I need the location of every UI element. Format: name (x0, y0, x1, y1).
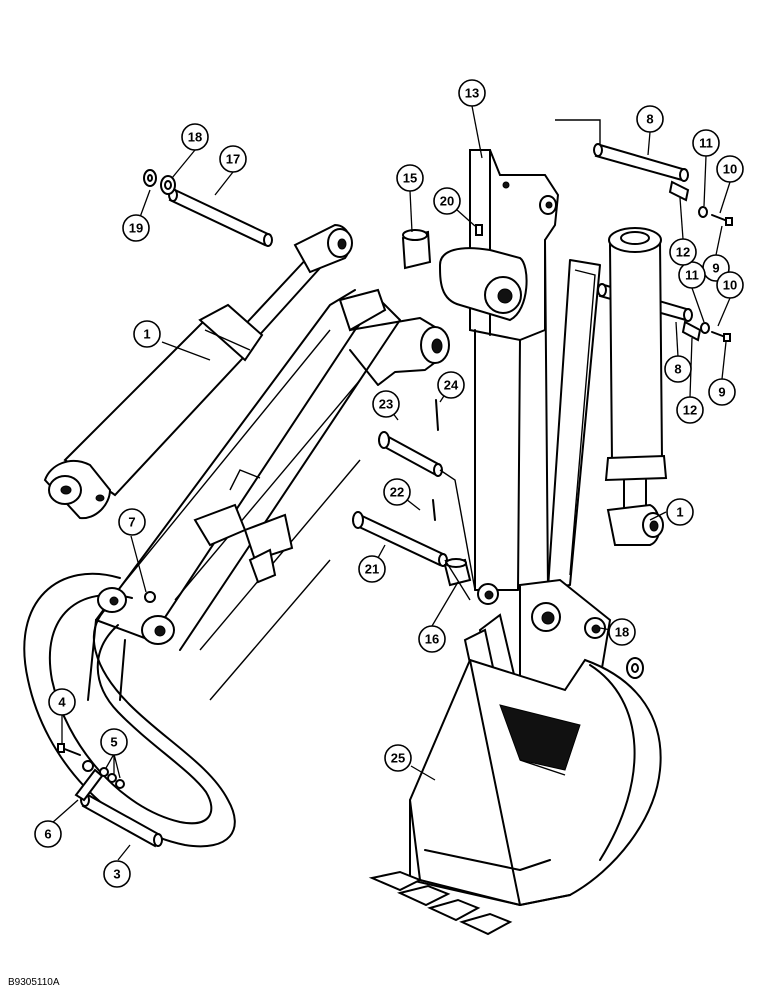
leader-lines (51, 105, 731, 861)
hose-line-23 (439, 469, 476, 591)
callout-15: 15 (396, 164, 424, 192)
washers-11 (698, 206, 710, 334)
hose-line-21 (444, 559, 471, 601)
callout-7: 7 (118, 508, 146, 536)
figure-code: B9305110A (8, 977, 60, 988)
callout-3: 3 (103, 860, 131, 888)
callout-17: 17 (219, 145, 247, 173)
callout-label: 3 (113, 867, 120, 882)
lower-left-hardware (57, 743, 163, 848)
callout-11a: 11 (692, 129, 720, 157)
link-rod (547, 259, 601, 589)
callout-12b: 12 (676, 396, 704, 424)
callout-label: 1 (143, 327, 150, 342)
grease-fitting-7 (144, 591, 156, 603)
callouts: 1 1 3 4 5 6 7 8 8 9 9 10 10 11 11 12 12 … (34, 79, 744, 888)
callout-24: 24 (437, 371, 465, 399)
callout-9b: 9 (708, 378, 736, 406)
keepers-22-24 (432, 399, 439, 521)
callout-label: 10 (723, 162, 737, 177)
callout-label: 9 (718, 385, 725, 400)
hydraulic-hose (23, 572, 236, 848)
bucket (368, 578, 662, 936)
callout-label: 24 (444, 378, 459, 393)
callout-label: 8 (646, 112, 653, 127)
callout-1b: 1 (666, 498, 694, 526)
grease-fitting-20 (475, 224, 483, 236)
right-hydraulic-cylinder (604, 227, 668, 546)
pin-17 (168, 188, 273, 247)
callout-8b: 8 (664, 355, 692, 383)
callout-label: 5 (110, 735, 117, 750)
callout-label: 22 (390, 485, 404, 500)
washer-18-ring-19 (143, 169, 176, 195)
callout-label: 1 (676, 505, 683, 520)
callout-label: 20 (440, 194, 454, 209)
callout-label: 6 (44, 827, 51, 842)
callout-label: 10 (723, 278, 737, 293)
callout-23: 23 (372, 390, 400, 418)
callout-6: 6 (34, 820, 62, 848)
callout-label: 18 (188, 130, 202, 145)
callout-25: 25 (384, 744, 412, 772)
callout-label: 7 (128, 515, 135, 530)
washer-18-right (626, 657, 644, 679)
callout-label: 23 (379, 397, 393, 412)
keeper-plates-12 (668, 180, 702, 342)
callout-label: 19 (129, 221, 143, 236)
callout-4: 4 (48, 688, 76, 716)
callout-label: 4 (58, 695, 66, 710)
callout-label: 11 (699, 136, 713, 151)
center-boom (438, 149, 560, 605)
callout-label: 16 (425, 632, 439, 647)
callout-label: 13 (465, 86, 479, 101)
left-hydraulic-cylinder (43, 223, 353, 520)
callout-label: 15 (403, 171, 417, 186)
callout-13: 13 (458, 79, 486, 107)
bolts-9-10 (711, 214, 733, 342)
callout-label: 12 (683, 403, 697, 418)
callout-label: 25 (391, 751, 405, 766)
callout-label: 21 (365, 562, 379, 577)
callout-label: 18 (615, 625, 629, 640)
callout-label: 11 (685, 268, 699, 283)
callout-18b: 18 (608, 618, 636, 646)
bushing-15 (401, 229, 432, 270)
callout-20: 20 (433, 187, 461, 215)
callout-19: 19 (122, 214, 150, 242)
callout-22: 22 (383, 478, 411, 506)
callout-21: 21 (358, 555, 386, 583)
callout-label: 17 (226, 152, 240, 167)
callout-11b: 11 (678, 261, 706, 289)
bushing-16 (443, 558, 472, 587)
callout-10a: 10 (716, 155, 744, 183)
pins-21-23 (352, 431, 448, 567)
callout-12a: 12 (669, 238, 697, 266)
callout-label: 9 (712, 261, 719, 276)
callout-label: 12 (676, 245, 690, 260)
callout-16: 16 (418, 625, 446, 653)
callout-10b: 10 (716, 271, 744, 299)
callout-5: 5 (100, 728, 128, 756)
dipper-frame (87, 288, 450, 701)
callout-18a: 18 (181, 123, 209, 151)
callout-label: 8 (674, 362, 681, 377)
callout-1a: 1 (133, 320, 161, 348)
callout-8a: 8 (636, 105, 664, 133)
